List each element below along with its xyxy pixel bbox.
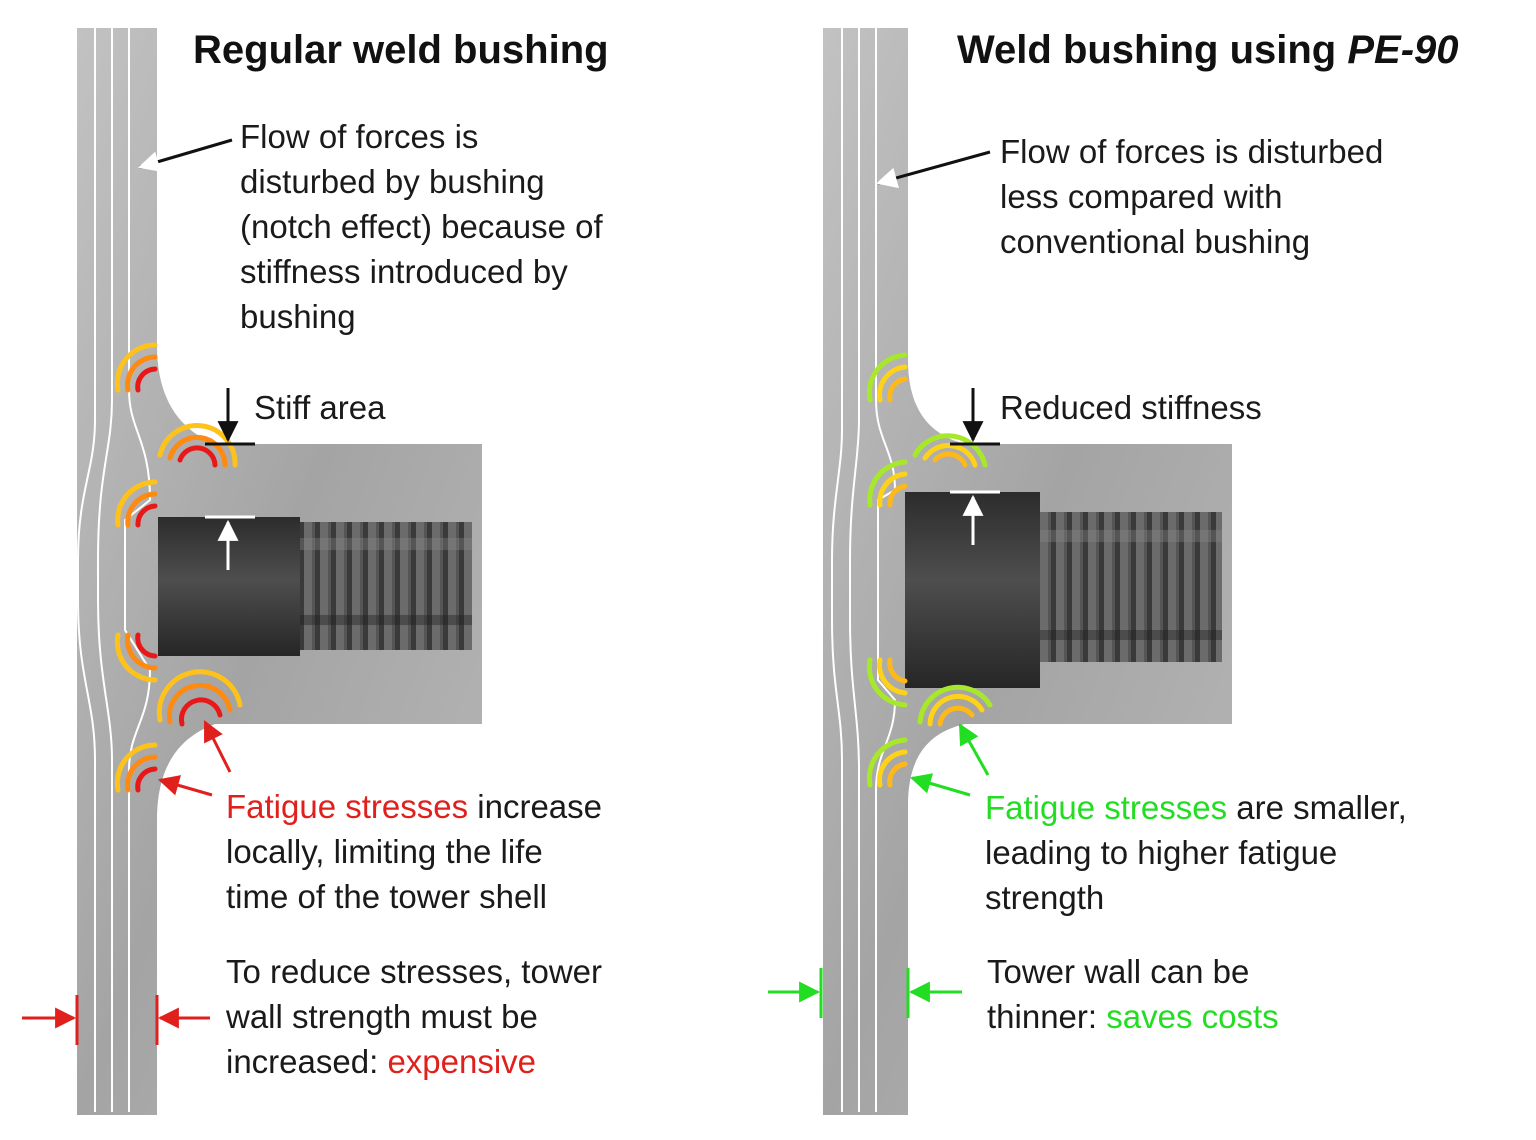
left-flow-line: (notch effect) because of xyxy=(240,208,603,245)
left-wall-highlight: expensive xyxy=(387,1043,537,1080)
left-flow-line: bushing xyxy=(240,298,356,335)
right-fatigue-highlight: Fatigue stresses xyxy=(985,789,1228,826)
right-title-prefix: Weld bushing using xyxy=(957,28,1348,72)
right-wall-highlight: saves costs xyxy=(1106,998,1279,1035)
right-fatigue-line: leading to higher fatigue xyxy=(985,834,1338,871)
left-fatigue-highlight: Fatigue stresses xyxy=(226,788,469,825)
right-stiff-label: Reduced stiffness xyxy=(1000,389,1262,426)
right-flow-pointer xyxy=(875,150,991,189)
left-fatigue-line: locally, limiting the life xyxy=(226,833,543,870)
left-fatigue-arrow-1 xyxy=(203,720,232,773)
left-stiff-label: Stiff area xyxy=(254,389,386,426)
right-stress-arcs xyxy=(866,352,993,788)
right-thread xyxy=(1040,512,1222,662)
left-wall-line: To reduce stresses, tower xyxy=(226,953,602,990)
left-flow-line: stiffness introduced by xyxy=(240,253,568,290)
left-section xyxy=(22,28,482,1115)
left-stress-arcs xyxy=(114,342,243,793)
right-fatigue-line: strength xyxy=(985,879,1105,916)
right-wall-line: thinner: saves costs xyxy=(987,994,1279,1039)
left-fatigue-arrow-2 xyxy=(157,775,213,797)
right-title: Weld bushing using PE-90 xyxy=(957,26,1459,74)
right-section xyxy=(768,28,1232,1115)
right-fatigue-rest: are smaller, xyxy=(1227,789,1407,826)
left-fatigue-rest: increase xyxy=(468,788,603,825)
left-bore xyxy=(158,517,300,656)
right-title-product: PE-90 xyxy=(1347,28,1459,72)
left-flow-line: Flow of forces is xyxy=(240,118,479,155)
right-flow-line: conventional bushing xyxy=(1000,223,1311,260)
left-flow-line: disturbed by bushing xyxy=(240,163,545,200)
left-wall-line: wall strength must be xyxy=(226,998,538,1035)
left-thread xyxy=(300,522,472,650)
left-title: Regular weld bushing xyxy=(193,28,609,72)
right-flow-lines xyxy=(831,28,897,1112)
right-bore xyxy=(905,492,1040,688)
left-wall-prefix: increased: xyxy=(226,1043,388,1080)
right-flow-line: less compared with xyxy=(1000,178,1283,215)
right-fatigue-arrow-1 xyxy=(958,723,990,776)
right-fatigue-arrow-2 xyxy=(909,773,971,797)
left-fatigue-line: Fatigue stresses increase xyxy=(226,784,602,829)
left-fatigue-line: time of the tower shell xyxy=(226,878,547,915)
left-wall-line: increased: expensive xyxy=(226,1039,536,1084)
left-flow-pointer xyxy=(137,138,233,172)
right-wall-prefix: thinner: xyxy=(987,998,1107,1035)
right-fatigue-line: Fatigue stresses are smaller, xyxy=(985,785,1407,830)
right-wall-line: Tower wall can be xyxy=(987,953,1250,990)
right-flow-line: Flow of forces is disturbed xyxy=(1000,133,1384,170)
left-flow-lines xyxy=(77,28,152,1112)
